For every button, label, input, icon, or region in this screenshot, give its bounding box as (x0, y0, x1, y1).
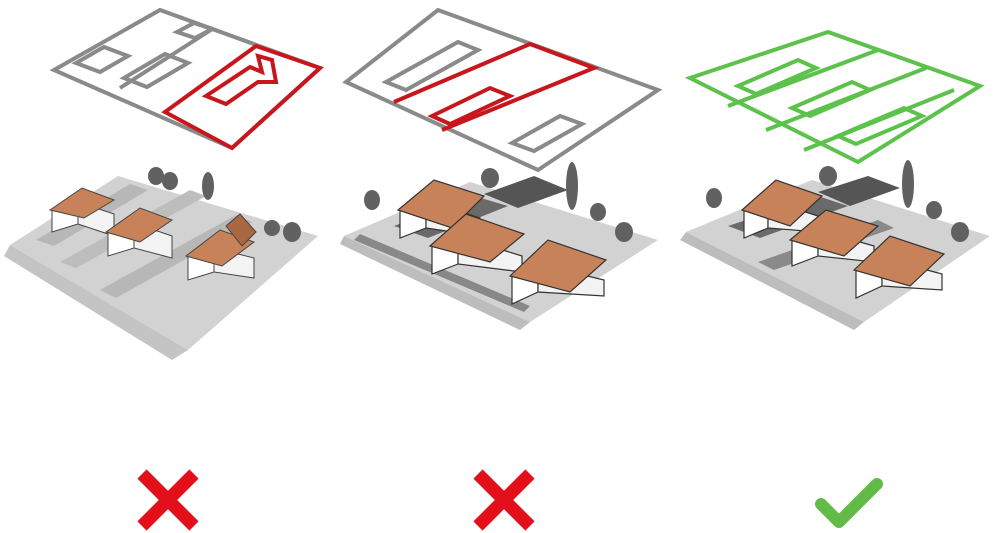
plan-highlighted-plot (161, 43, 324, 151)
site-plan-1 (49, 7, 324, 151)
plot-dark (484, 176, 568, 208)
plan-highlighted-footprint (427, 85, 516, 127)
tree-icon (926, 201, 942, 219)
checkmark-icon (815, 478, 883, 528)
ground-edge (4, 245, 188, 360)
plan-boundary (684, 29, 985, 165)
house (788, 209, 880, 267)
tree-icon (615, 222, 633, 242)
tree-icon (162, 172, 178, 190)
plan-footprint (832, 105, 928, 147)
trees (148, 167, 301, 242)
house (184, 213, 257, 281)
plan-boundary (342, 7, 663, 173)
panel-3-drawing (680, 29, 990, 528)
street-scene-3 (680, 160, 990, 330)
house (740, 179, 824, 239)
street-scene-1 (4, 167, 318, 360)
plan-footprint (119, 51, 193, 90)
option-panel-1 (0, 0, 334, 533)
tree-icon (819, 166, 837, 186)
option-panel-3 (668, 0, 1002, 533)
tree-icon (283, 222, 301, 242)
plan-footprint (733, 57, 821, 97)
house (104, 207, 174, 259)
plot-dark (818, 176, 900, 206)
site-plan-2 (342, 7, 663, 173)
ground-edge (680, 232, 864, 330)
panel-2-drawing (340, 7, 663, 531)
street-scene-2 (340, 162, 658, 330)
tree-icon (566, 162, 578, 210)
plan-footprint (71, 44, 133, 75)
trees (364, 162, 633, 242)
site-plan-3 (684, 29, 985, 165)
fence-line (354, 234, 530, 312)
cross-icon (473, 469, 535, 531)
trees (706, 160, 969, 242)
tree-icon (590, 203, 606, 221)
plan-footprint (507, 113, 587, 154)
plan-footprint (171, 20, 218, 41)
house (508, 239, 608, 305)
option-panel-2 (334, 0, 668, 533)
tree-icon (364, 190, 380, 210)
tree-icon (148, 167, 164, 185)
panel-1-drawing (4, 7, 324, 531)
house (852, 235, 946, 299)
house (48, 187, 116, 237)
plan-footprint (381, 39, 483, 93)
tree-icon (481, 168, 499, 188)
plan-highlighted-plot (393, 41, 600, 132)
ground-edge (340, 236, 530, 330)
plan-boundary (49, 7, 324, 151)
tree-icon (706, 188, 722, 208)
cross-icon (137, 469, 199, 531)
tree-icon (951, 222, 969, 242)
tree-icon (264, 220, 280, 236)
tree-icon (902, 160, 914, 208)
plan-division (727, 48, 879, 108)
plan-footprint (787, 79, 875, 119)
house (428, 213, 526, 275)
plan-highlighted-footprint (201, 53, 279, 107)
tree-icon (202, 172, 214, 200)
